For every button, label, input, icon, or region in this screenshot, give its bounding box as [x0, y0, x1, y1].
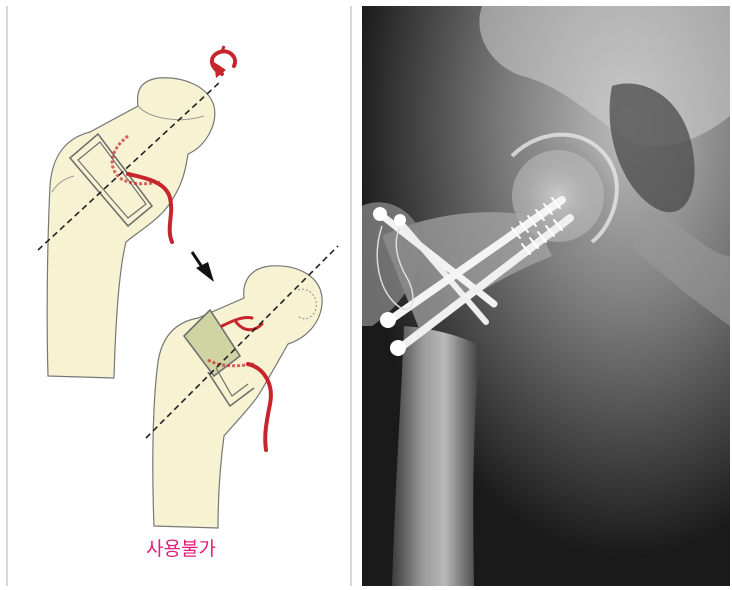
illustration-panel: 사용불가 [6, 6, 352, 586]
hip-radiograph [362, 6, 730, 586]
caption-unavailable: 사용불가 [8, 534, 352, 561]
osteotomy-illustration [8, 6, 352, 586]
rotate-arrow-icon [212, 46, 235, 78]
femur-after [146, 246, 338, 528]
down-arrow-icon [192, 252, 214, 282]
xray-panel [362, 6, 730, 586]
femoral-shaft [392, 326, 480, 586]
femur-after-shaft [153, 266, 322, 528]
